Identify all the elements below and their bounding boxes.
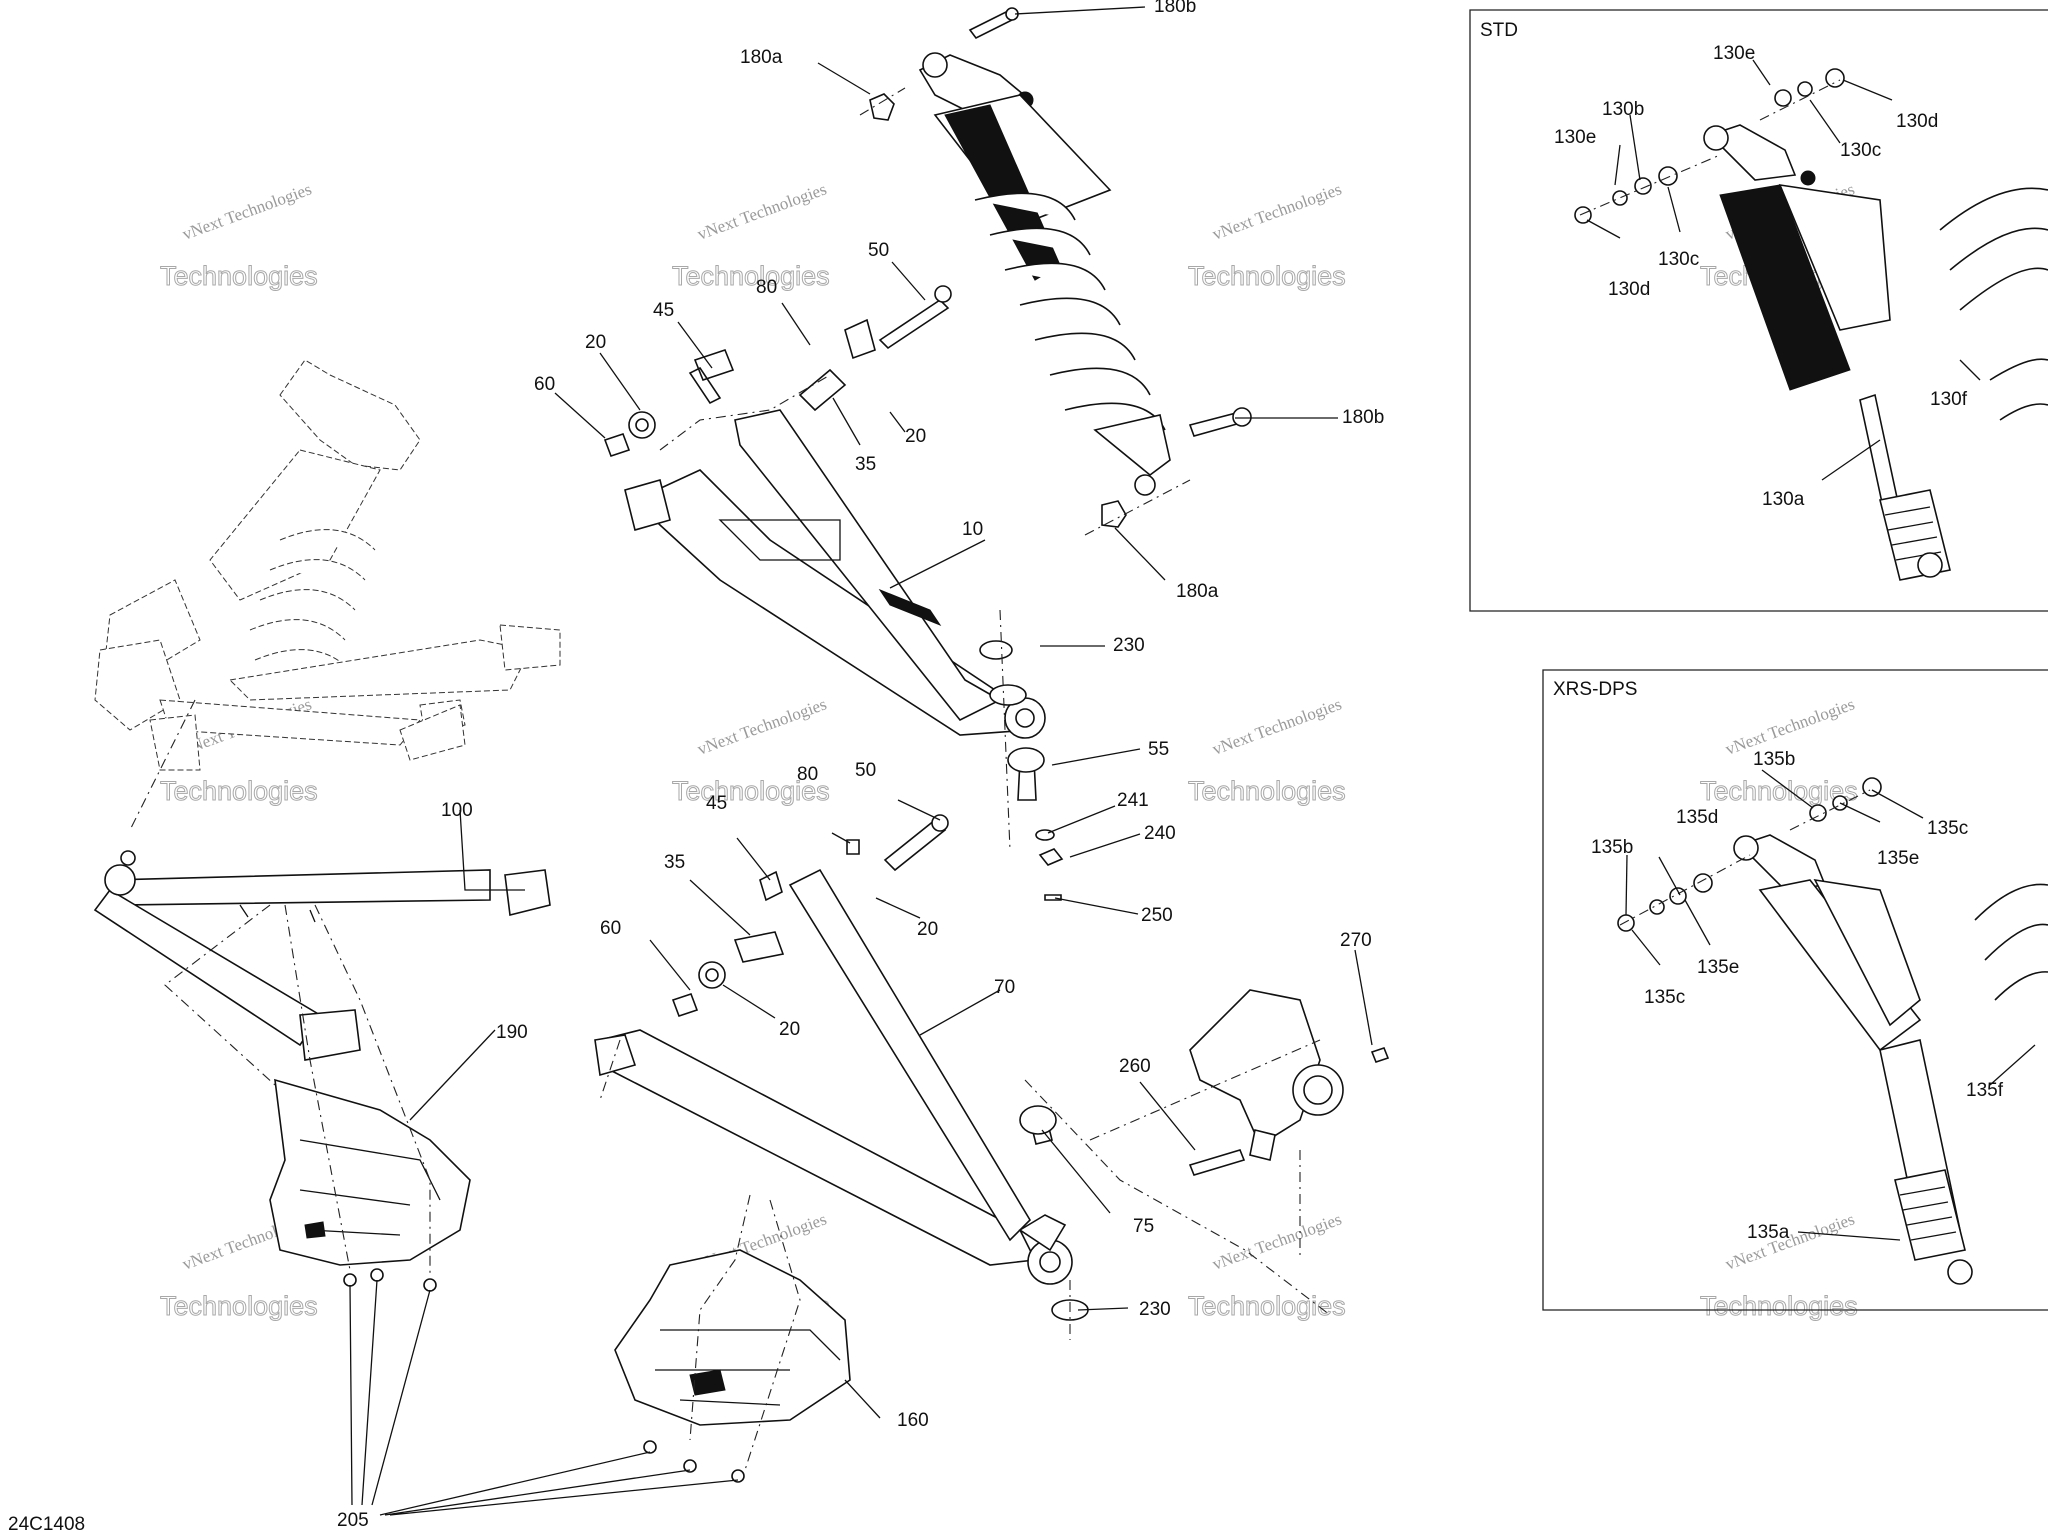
callout-135d: 135d	[1676, 807, 1718, 828]
callout-50-upper: 50	[868, 240, 889, 261]
callout-130a: 130a	[1762, 489, 1805, 510]
callout-100: 100	[441, 800, 473, 821]
leader-lines	[349, 6, 2036, 1516]
callout-135c-left: 135c	[1644, 987, 1685, 1008]
svg-text:Technologies: Technologies	[1188, 776, 1346, 806]
callout-190: 190	[496, 1022, 528, 1043]
callout-130b: 130b	[1602, 99, 1644, 120]
assembly-lines	[129, 79, 1871, 1471]
svg-text:vNext Technologies: vNext Technologies	[1210, 179, 1344, 243]
steering-knuckle	[1189, 989, 1344, 1161]
callout-230-upper: 230	[1113, 635, 1145, 656]
callout-135c-right: 135c	[1927, 818, 1968, 839]
callout-20-lower-left: 20	[779, 1019, 800, 1040]
lower-a-arm-70	[594, 868, 1073, 1285]
svg-text:Technologies: Technologies	[160, 261, 318, 291]
hardware-parts	[343, 7, 1390, 1483]
svg-text:Technologies: Technologies	[160, 1291, 318, 1321]
xrs-dps-inset-shock	[1617, 777, 2048, 1285]
callout-70: 70	[994, 977, 1015, 998]
lower-arm-100	[93, 850, 551, 1061]
svg-text:Technologies: Technologies	[1188, 1291, 1346, 1321]
assembled-suspension-ghost	[94, 359, 561, 771]
callout-130f: 130f	[1930, 389, 1968, 410]
callout-130c-right: 130c	[1840, 140, 1881, 161]
svg-text:Technologies: Technologies	[672, 261, 830, 291]
callout-270: 270	[1340, 930, 1372, 951]
svg-text:Technologies: Technologies	[672, 776, 830, 806]
callout-10: 10	[962, 519, 983, 540]
callout-60-lower: 60	[600, 918, 621, 939]
callout-35-upper: 35	[855, 454, 876, 475]
callout-160: 160	[897, 1410, 929, 1431]
svg-text:Technologies: Technologies	[1700, 1291, 1858, 1321]
callout-20-lower-right: 20	[917, 919, 938, 940]
callout-205: 205	[337, 1510, 369, 1531]
callout-55: 55	[1148, 739, 1169, 760]
callout-180a-top: 180a	[740, 47, 783, 68]
callout-180a-bottom: 180a	[1176, 581, 1219, 602]
inset-xrs-dps: XRS-DPS	[1542, 669, 2048, 1311]
callout-20-upper-left: 20	[585, 332, 606, 353]
callout-60-upper: 60	[534, 374, 555, 395]
callout-35-lower: 35	[664, 852, 685, 873]
callout-130c-left: 130c	[1658, 249, 1699, 270]
callout-130e-top: 130e	[1713, 43, 1755, 64]
callout-45-lower: 45	[706, 793, 727, 814]
callout-135f: 135f	[1966, 1080, 2004, 1101]
svg-text:vNext Technologies: vNext Technologies	[1210, 694, 1344, 758]
callout-75: 75	[1133, 1216, 1154, 1237]
std-inset-shock	[1574, 68, 2048, 581]
callout-20-upper-right: 20	[905, 426, 926, 447]
callout-180b-right: 180b	[1342, 407, 1384, 428]
svg-text:Technologies: Technologies	[1188, 261, 1346, 291]
svg-text:vNext Technologies: vNext Technologies	[695, 694, 829, 758]
callout-260: 260	[1119, 1056, 1151, 1077]
callout-135e-left: 135e	[1697, 957, 1739, 978]
skid-plate-190	[269, 1078, 471, 1266]
callout-250: 250	[1141, 905, 1173, 926]
main-shock-absorber	[918, 52, 1171, 496]
callout-130d-right: 130d	[1896, 111, 1938, 132]
callout-135b-top: 135b	[1753, 749, 1795, 770]
inset-std: STD	[1469, 9, 2048, 612]
svg-text:vNext Technologies: vNext Technologies	[695, 179, 829, 243]
inset-xrs-dps-title: XRS-DPS	[1553, 679, 1637, 700]
callout-50-lower: 50	[855, 760, 876, 781]
drawing-code: 24C1408	[8, 1514, 85, 1535]
inset-std-title: STD	[1480, 20, 1518, 41]
svg-text:Technologies: Technologies	[1700, 776, 1858, 806]
callout-80-lower: 80	[797, 764, 818, 785]
callout-180b-top: 180b	[1154, 0, 1196, 17]
svg-text:Technologies: Technologies	[160, 776, 318, 806]
callout-230-lower: 230	[1139, 1299, 1171, 1320]
skid-plate-160	[614, 1249, 851, 1426]
svg-text:vNext Technologies: vNext Technologies	[180, 179, 314, 243]
callout-240: 240	[1144, 823, 1176, 844]
callout-135a: 135a	[1747, 1222, 1790, 1243]
callout-80-upper: 80	[756, 277, 777, 298]
callout-135e-right: 135e	[1877, 848, 1919, 869]
callout-130e-left: 130e	[1554, 127, 1596, 148]
callout-135b-left: 135b	[1591, 837, 1633, 858]
upper-a-arm-10	[624, 409, 1046, 739]
callout-labels: 180b 180a 80 50 45 20 60 35 20 10 230 18…	[337, 0, 2004, 1531]
svg-text:vNext Technologies: vNext Technologies	[1723, 1209, 1857, 1273]
callout-45-upper: 45	[653, 300, 674, 321]
callout-130d-left: 130d	[1608, 279, 1650, 300]
callout-241: 241	[1117, 790, 1149, 811]
